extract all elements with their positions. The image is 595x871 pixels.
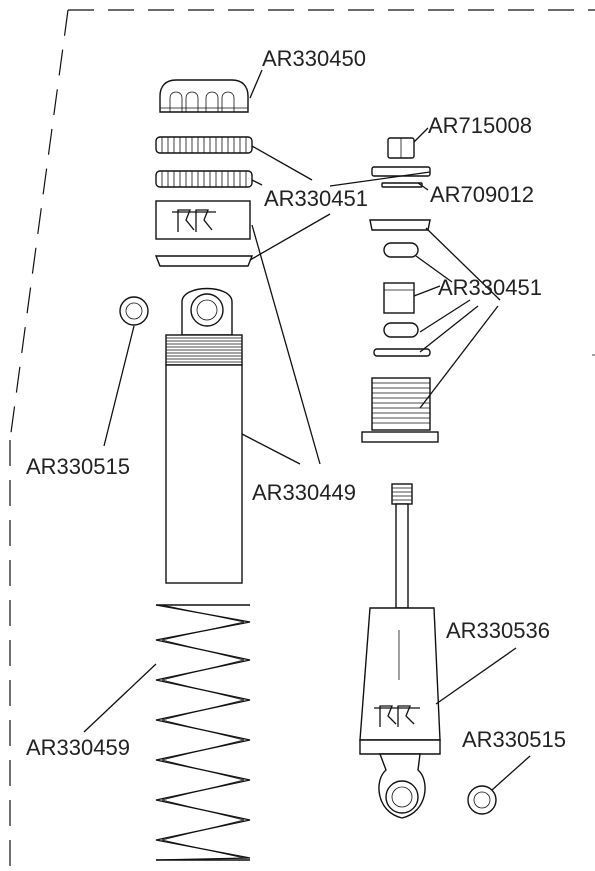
top-cap-part — [159, 79, 249, 113]
part-labels: AR330450 AR715008 AR709012 AR330451 AR33… — [26, 46, 566, 760]
label-ar715008: AR715008 — [428, 113, 532, 138]
seal-head-part — [361, 377, 439, 443]
threaded-ring-lower — [155, 170, 253, 188]
nut-part — [387, 137, 415, 159]
logo-block-part — [155, 200, 251, 240]
label-ar330451-a: AR330451 — [264, 186, 368, 211]
label-ar709012: AR709012 — [430, 182, 534, 207]
plate-part — [369, 219, 431, 231]
label-ar330450: AR330450 — [262, 46, 366, 71]
oring-mid-part — [383, 322, 419, 338]
bearing-block-part — [383, 282, 415, 314]
threaded-ring-upper — [155, 136, 253, 154]
rr-logo-icon — [374, 705, 420, 727]
rr-logo-icon — [172, 209, 216, 232]
label-ar330515-a: AR330515 — [26, 454, 130, 479]
bushing-left-part — [119, 296, 149, 326]
label-ar330536: AR330536 — [446, 618, 550, 643]
thin-ring-part — [373, 348, 431, 357]
label-ar330449: AR330449 — [252, 480, 356, 505]
damper-part — [359, 483, 441, 819]
bushing-right-part — [467, 785, 497, 815]
oring-top-part — [383, 242, 419, 258]
coil-spring-part — [155, 604, 251, 861]
label-ar330515-b: AR330515 — [462, 727, 566, 752]
washer-plate-part — [154, 255, 254, 267]
shock-body-part — [165, 287, 243, 584]
thin-washer-part — [371, 166, 431, 188]
leader-lines — [83, 69, 531, 791]
label-ar330451-b: AR330451 — [438, 275, 542, 300]
label-ar330459: AR330459 — [26, 735, 130, 760]
